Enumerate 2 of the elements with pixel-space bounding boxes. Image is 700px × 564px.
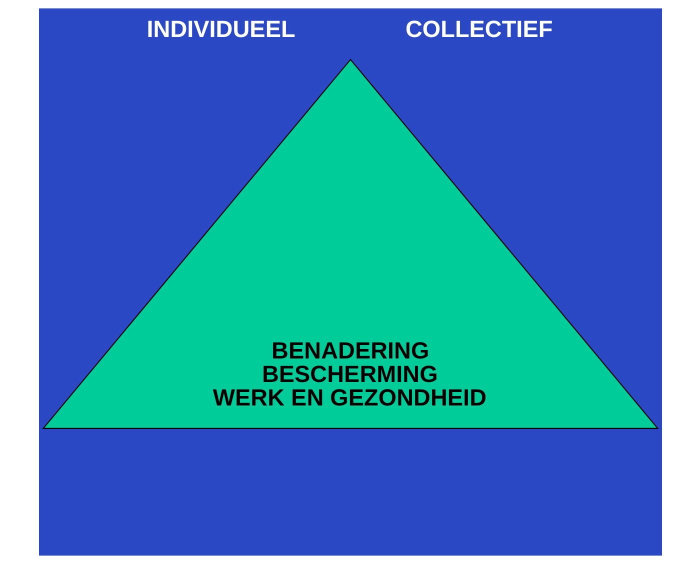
label: INDIVIDUEEL [146,16,295,42]
label: COLLECTIEF [404,16,552,42]
